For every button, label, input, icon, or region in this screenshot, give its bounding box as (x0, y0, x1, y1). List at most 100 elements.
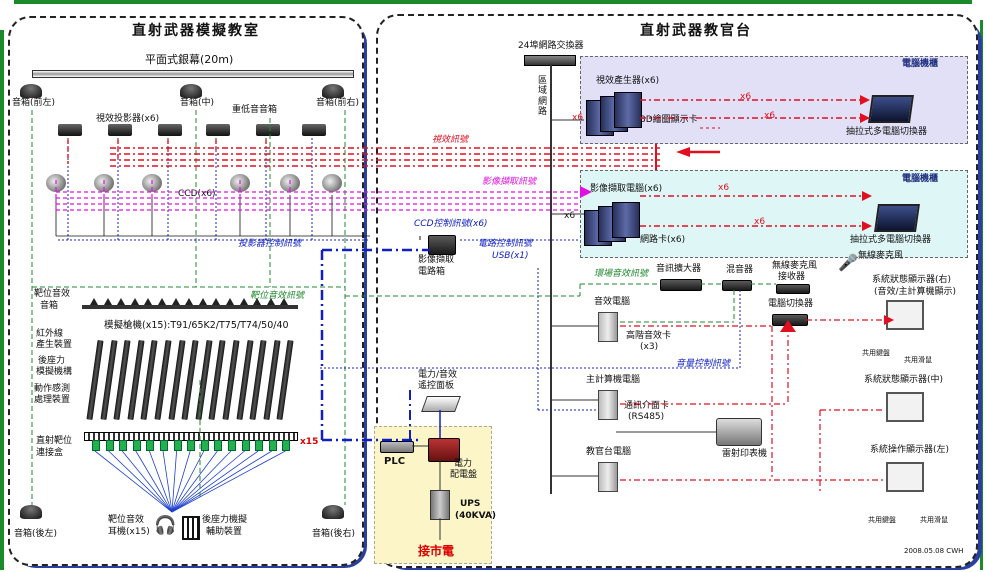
wireless-rx-label-2: 接收器 (778, 272, 806, 282)
recoil-label-2: 模擬機構 (36, 367, 73, 377)
remote-panel-label-2: 遙控面板 (418, 381, 455, 391)
switch-label: 24埠網路交換器 (518, 41, 584, 51)
wireless-rx-label-1: 無線麥克風 (772, 261, 818, 271)
speaker-rear-left-icon (20, 505, 42, 519)
printer-label: 雷射印表機 (722, 449, 768, 459)
instructor-pc-label: 教官台電腦 (586, 447, 632, 457)
ups-label-2: (40KVA) (455, 511, 497, 521)
top-border (14, 0, 972, 4)
earphone-label-2: 耳機(x15) (108, 527, 150, 537)
target-speaker-icon (171, 298, 180, 305)
recoil-aux-label-1: 後座力機擬 (202, 515, 248, 525)
target-speaker-icon (266, 298, 275, 305)
target-box-icon (268, 440, 277, 451)
target-box-icon (241, 440, 250, 451)
target-box-icon (160, 440, 168, 451)
target-speaker-icon (90, 298, 98, 305)
x6-label-1: x6 (572, 113, 584, 123)
mixer-label: 混音器 (726, 265, 754, 275)
screen-label: 平面式銀幕(20m) (145, 53, 234, 66)
recoil-aux-icon (182, 516, 200, 540)
speaker-center-icon (180, 84, 202, 98)
right-panel-title: 直射武器教官台 (640, 23, 752, 39)
x6-label-4: x6 (718, 183, 730, 193)
sound-card-label-2: (x3) (640, 342, 659, 352)
wireless-mic-label: 無線麥克風 (858, 251, 904, 261)
capture-card-label: 網路卡(x6) (640, 235, 686, 245)
target-speaker-icon (212, 298, 221, 305)
speaker-front-left-icon (20, 84, 42, 98)
left-panel (8, 16, 364, 566)
target-box-icon (282, 440, 291, 451)
target-box-icon (173, 440, 182, 451)
recoil-label-1: 後座力 (38, 356, 66, 366)
visual-gen-server-icon-3 (614, 92, 642, 128)
target-box-icon (200, 440, 209, 451)
target-speaker-icon (198, 298, 207, 305)
target-speaker-icon (130, 298, 139, 305)
comm-card-label-1: 通訊介面卡 (624, 401, 670, 411)
lan-label: 區域網路 (538, 76, 548, 118)
headphone-icon: 🎧 (154, 515, 177, 536)
target-box-icon (228, 440, 236, 451)
x6-label-6: x6 (564, 211, 576, 221)
ir-label-2: 產生裝置 (36, 340, 73, 350)
remote-panel-label-1: 電力/音效 (418, 370, 458, 380)
motion-label-1: 動作感測 (34, 384, 71, 394)
lan-backbone (550, 64, 552, 494)
monitor-right-label-2: (音效/主計算機顯示) (874, 287, 957, 297)
keyboard-label-1: 共用鍵盤 (862, 349, 890, 357)
wireless-rx-icon (776, 284, 810, 294)
rack-2-label: 電腦機櫃 (902, 174, 939, 184)
capture-pc-label: 影像擷取電腦(x6) (590, 184, 663, 194)
monitor-left-label: 系統操作顯示器(左) (870, 445, 950, 455)
graphics-card-label: 3D繪圖顯示卡 (640, 115, 698, 125)
target-box-icon (92, 440, 100, 451)
audio-pc-label: 音效電腦 (594, 297, 631, 307)
projector-control-signal-label: 投影器控制訊號 (238, 239, 302, 249)
x6-label-3: x6 (764, 111, 776, 121)
ir-label-1: 紅外線 (36, 329, 64, 339)
target-speaker-icon (280, 298, 289, 305)
projector-icon-3 (158, 124, 182, 136)
x6-label-5: x6 (754, 217, 766, 227)
projector-icon-1 (58, 124, 82, 136)
target-speaker-bar (82, 305, 298, 309)
ups-label-1: UPS (460, 499, 481, 509)
target-speakers-label-1: 靶位音效 (34, 289, 71, 299)
target-box-icon (105, 440, 114, 451)
capture-control-signal-label-1: 電路控制訊號 (478, 239, 533, 249)
left-panel-title: 直射武器模擬教室 (132, 23, 260, 39)
plc-label: PLC (384, 456, 406, 467)
capture-box-icon (428, 235, 456, 255)
ambient-audio-signal-label: 環場音效訊號 (594, 269, 649, 279)
visual-gen-label: 視效產生器(x6) (596, 76, 660, 86)
monitor-mid-label: 系統狀態顯示器(中) (864, 375, 944, 385)
kvm-1-label: 抽拉式多電腦切換器 (846, 127, 928, 137)
date-label: 2008.05.08 CWH (904, 547, 964, 555)
power-panel-icon (428, 438, 460, 462)
image-capture-signal-label: 影像擷取訊號 (482, 177, 537, 187)
target-audio-signal-label: 靶位音效訊號 (250, 291, 305, 301)
projector-label: 視效投影器(x6) (96, 114, 160, 124)
target-box-icon (214, 440, 223, 451)
speaker-front-left-label: 音箱(前左) (12, 98, 56, 108)
keyboard-label-2: 共用鍵盤 (868, 516, 896, 524)
monitor-left-icon (886, 462, 924, 492)
projector-icon-4 (206, 124, 230, 136)
amplifier-label: 音訊擴大器 (656, 264, 702, 274)
target-speaker-icon (239, 298, 248, 305)
monitor-mid-icon (886, 392, 924, 422)
rack-1-label: 電腦機櫃 (902, 59, 939, 69)
visual-signal-label: 視效訊號 (432, 135, 469, 145)
speaker-rear-right-label: 音箱(後右) (312, 529, 356, 539)
recoil-aux-label-2: 輔助裝置 (206, 527, 243, 537)
ccd-camera-icon-6 (322, 174, 342, 192)
target-speaker-icon (185, 298, 194, 305)
target-speaker-icon (158, 298, 166, 305)
kvm-2-label: 抽拉式多電腦切換器 (850, 235, 932, 245)
capture-box-label-1: 影像擷取 (418, 255, 455, 265)
mouse-label-1: 共用滑鼠 (904, 356, 932, 364)
ccd-control-signal-label: CCD控制訊號(x6) (414, 219, 488, 229)
